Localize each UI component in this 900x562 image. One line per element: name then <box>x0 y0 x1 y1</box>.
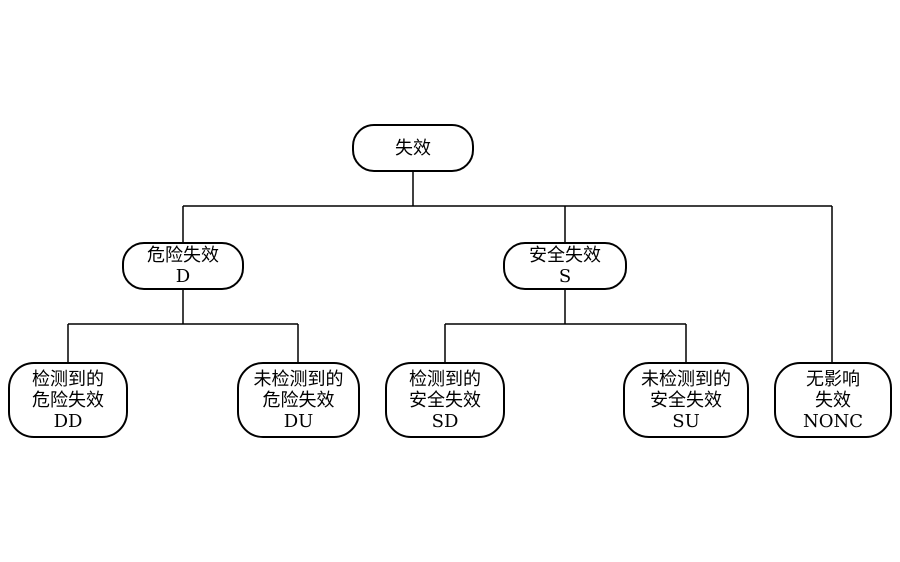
du-line1: 未检测到的 <box>253 368 344 390</box>
du-line2: 危险失效 <box>262 389 335 411</box>
safe-failure-node: 安全失效 S <box>503 242 627 290</box>
sd-node: 检测到的 安全失效 SD <box>385 362 505 438</box>
dd-node: 检测到的 危险失效 DD <box>8 362 128 438</box>
nonc-code: NONC <box>802 410 864 432</box>
sd-code: SD <box>431 410 459 432</box>
dangerous-failure-code: D <box>175 266 191 287</box>
safe-failure-code: S <box>558 266 572 287</box>
nonc-line2: 失效 <box>815 389 851 411</box>
du-code: DU <box>283 410 314 432</box>
du-node: 未检测到的 危险失效 DU <box>237 362 360 438</box>
failure-root-label: 失效 <box>395 137 431 159</box>
sd-line2: 安全失效 <box>409 389 481 411</box>
su-line2: 安全失效 <box>650 389 722 411</box>
failure-root-node: 失效 <box>352 124 474 172</box>
dd-line2: 危险失效 <box>32 389 104 411</box>
nonc-line1: 无影响 <box>806 368 860 390</box>
safe-failure-label: 安全失效 <box>529 245 601 266</box>
dangerous-failure-node: 危险失效 D <box>122 242 244 290</box>
su-code: SU <box>672 410 700 432</box>
su-node: 未检测到的 安全失效 SU <box>623 362 749 438</box>
dd-code: DD <box>53 410 83 432</box>
nonc-node: 无影响 失效 NONC <box>774 362 892 438</box>
dd-line1: 检测到的 <box>32 368 104 390</box>
sd-line1: 检测到的 <box>409 368 481 390</box>
dangerous-failure-label: 危险失效 <box>147 245 219 266</box>
su-line1: 未检测到的 <box>641 368 731 390</box>
